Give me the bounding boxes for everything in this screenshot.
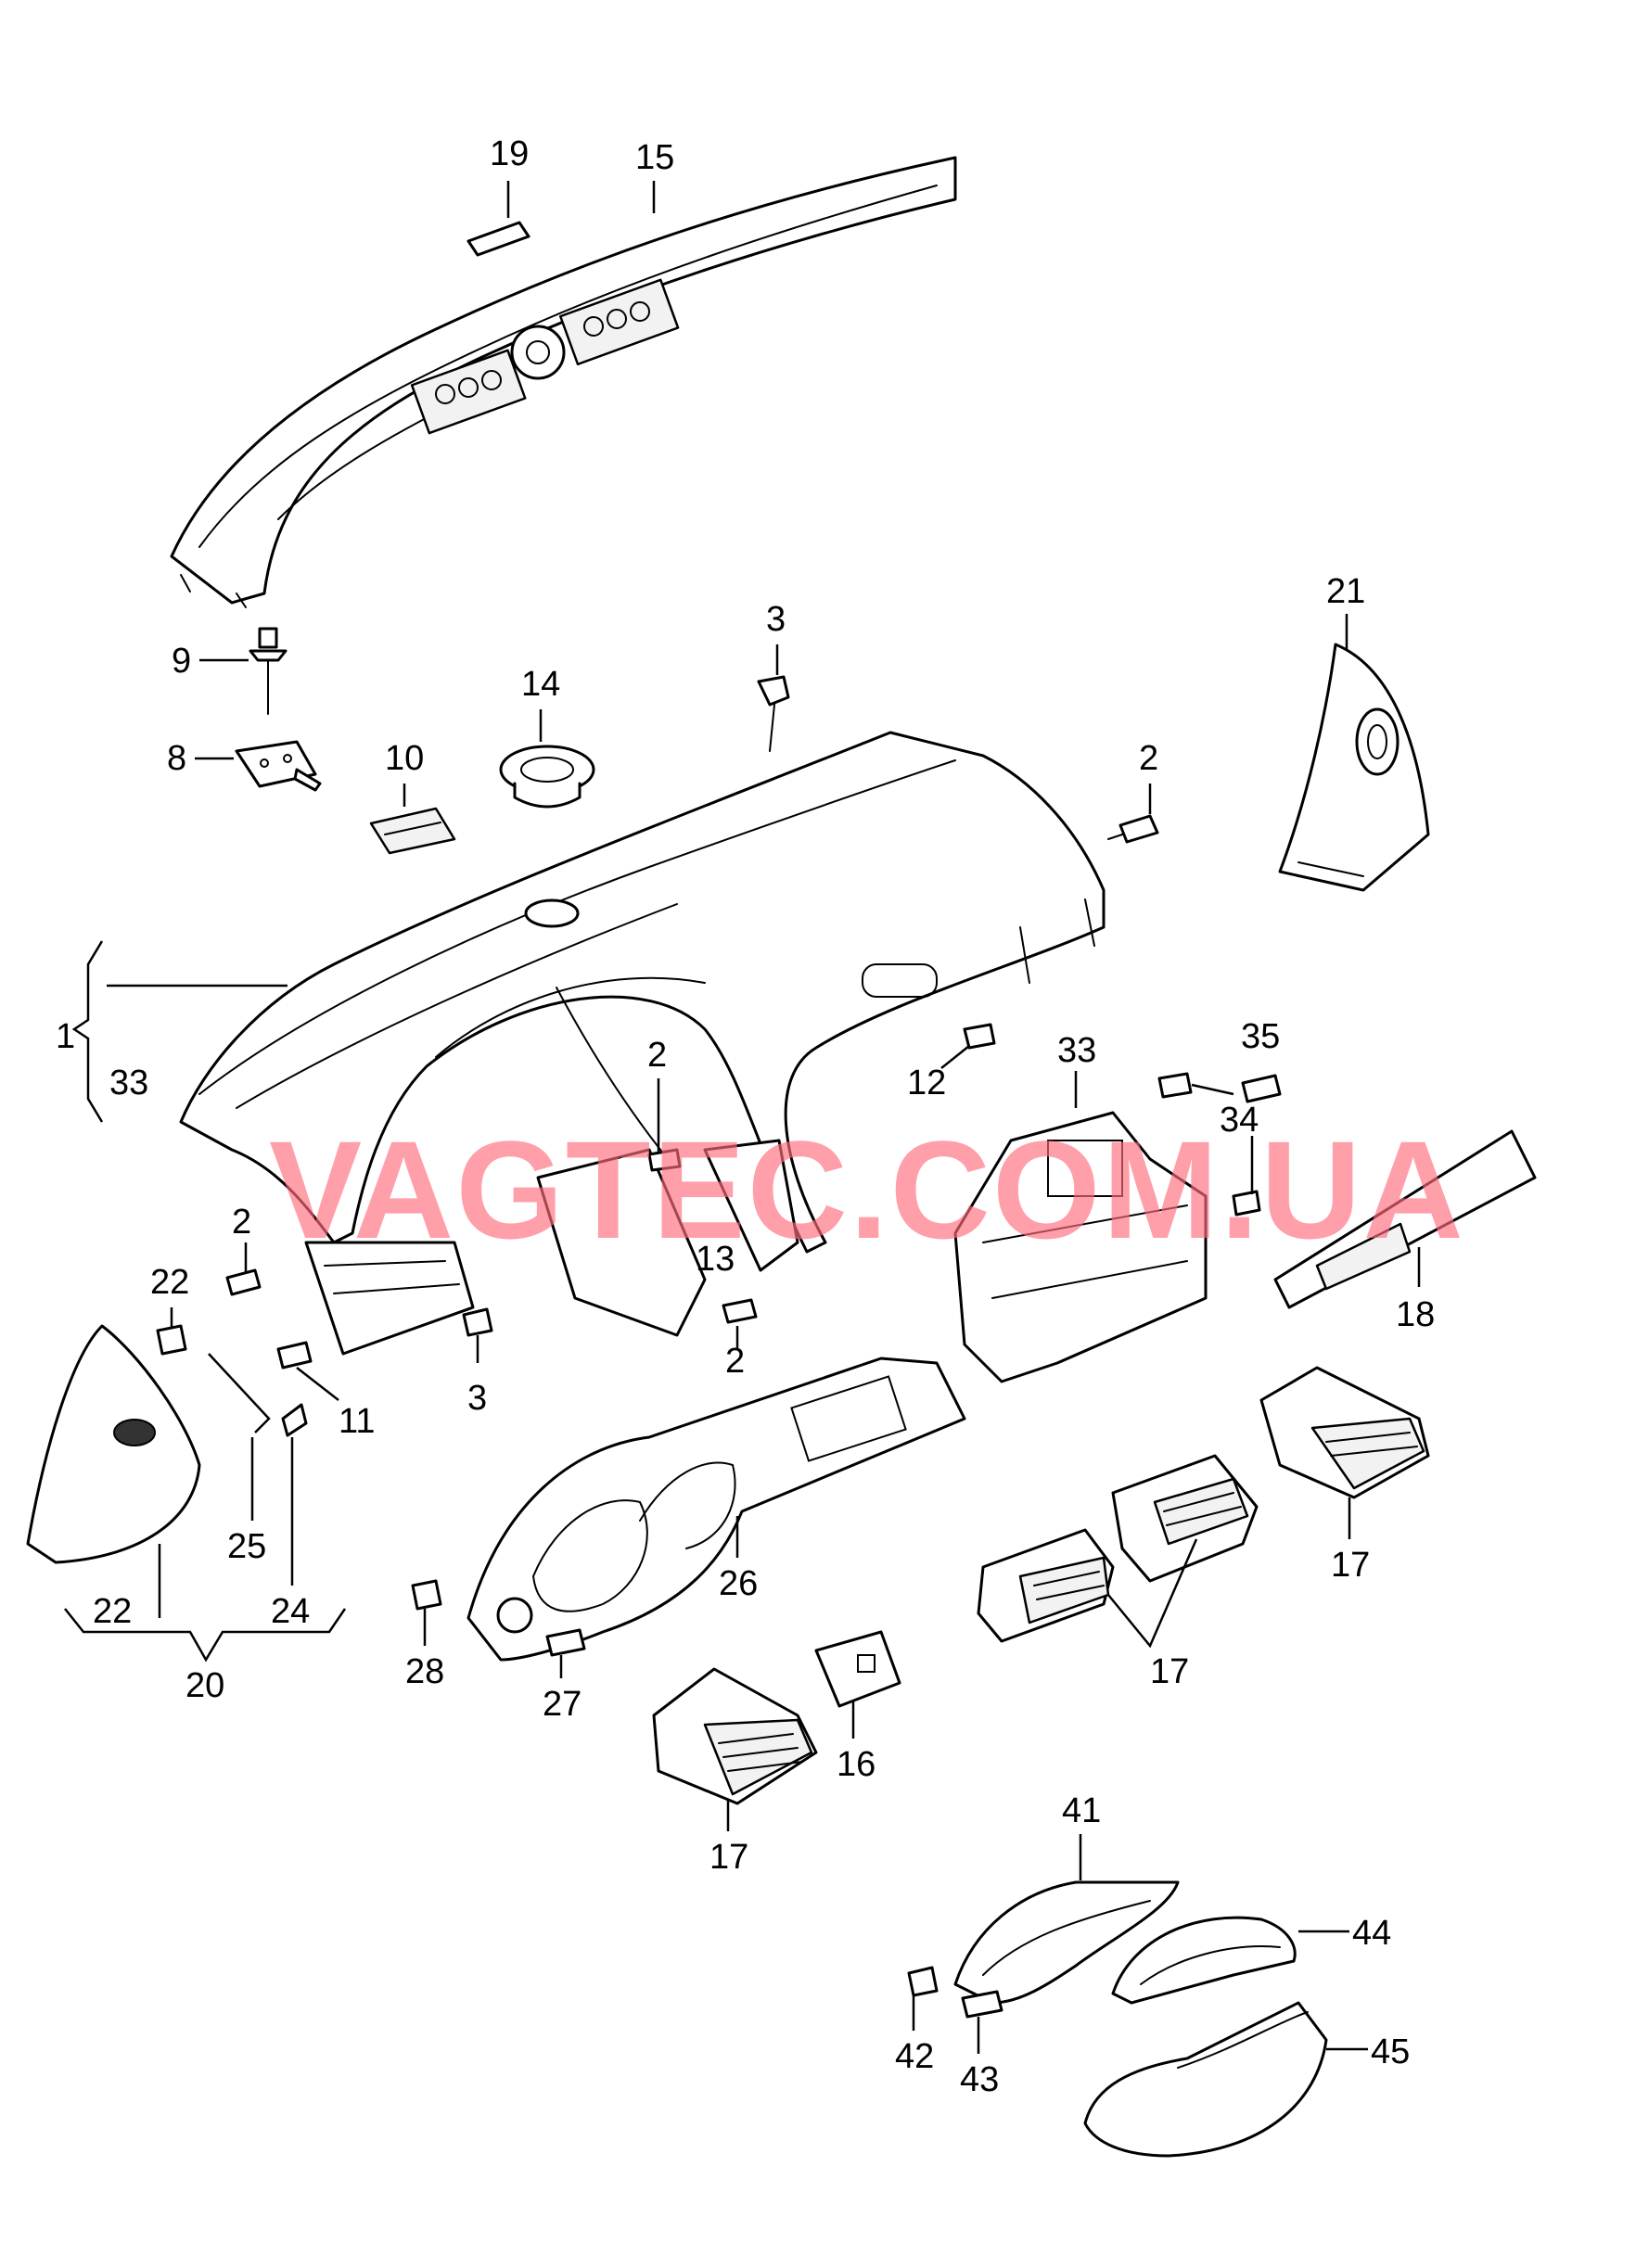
callout-20: 20 [185, 1666, 224, 1705]
callout-15: 15 [635, 138, 674, 177]
callout-11: 11 [339, 1402, 375, 1441]
callout-17-left: 17 [709, 1838, 748, 1877]
callout-1: 1 [56, 1017, 75, 1056]
callout-42: 42 [895, 2037, 934, 2076]
callout-9: 9 [172, 642, 191, 681]
callout-2-right: 2 [1139, 739, 1158, 778]
callout-3-lower: 3 [467, 1379, 487, 1418]
callout-labels: 19 15 9 8 10 14 3 2 21 1 33 12 33 35 34 … [56, 134, 1435, 2099]
leader-lines [64, 181, 1421, 2054]
clip-part-22 [156, 1324, 187, 1356]
dash-speaker-grille-center [510, 325, 566, 380]
callout-13: 13 [696, 1240, 735, 1279]
switch-panel [814, 1630, 901, 1708]
callout-25: 25 [227, 1527, 266, 1566]
callout-8: 8 [167, 739, 186, 778]
clip-part-11 [276, 1341, 313, 1370]
bolt-part-2-right [1107, 814, 1159, 844]
callout-2-left: 2 [232, 1203, 251, 1242]
callout-18: 18 [1396, 1295, 1435, 1334]
clip-part-24 [281, 1403, 308, 1437]
bolt-part-2-lower [722, 1298, 758, 1324]
callout-28: 28 [405, 1652, 444, 1691]
callout-2-lower: 2 [725, 1342, 745, 1381]
clip-part-12 [963, 1023, 996, 1050]
callout-17-center: 17 [1150, 1652, 1189, 1691]
callout-3-top: 3 [766, 600, 786, 639]
callout-16: 16 [837, 1745, 876, 1784]
clip-part-3-top [757, 675, 790, 752]
steering-column-cover-part-45 [1083, 2001, 1328, 2158]
side-trim-vent [1278, 643, 1430, 892]
clip-part-3-lower [462, 1307, 493, 1337]
air-vent-center-left [977, 1528, 1115, 1643]
air-vent-lower-left [652, 1667, 818, 1805]
callout-14: 14 [521, 665, 560, 704]
callout-21: 21 [1326, 572, 1365, 611]
air-vent-center-right [1111, 1454, 1259, 1583]
callout-22-clip: 22 [150, 1263, 189, 1302]
bolt-part-43 [961, 1990, 1003, 2019]
dash-speaker-grille-right [558, 278, 680, 366]
callout-33-left: 33 [109, 1064, 148, 1102]
instrument-cluster-bezel [467, 1357, 966, 1662]
bolt-part-35 [1241, 1074, 1282, 1103]
callout-2-center: 2 [647, 1036, 667, 1075]
rivet-pin [249, 627, 288, 715]
speaker [499, 745, 595, 809]
air-vent-right [1259, 1366, 1430, 1499]
callout-27: 27 [543, 1685, 582, 1724]
callout-34: 34 [1220, 1101, 1259, 1140]
side-cover-part-22 [26, 1324, 201, 1564]
bolt-part-27 [496, 1597, 586, 1657]
steering-column-cover-part-41 [953, 1880, 1180, 2005]
callout-33-right: 33 [1057, 1031, 1096, 1070]
bolt-part-2-left [225, 1268, 262, 1296]
callout-12: 12 [907, 1064, 946, 1102]
dash-speaker-grille-left [410, 349, 527, 435]
watermark-text: VAGTEC.COM.UA [269, 1112, 1465, 1268]
callout-22-cover: 22 [93, 1592, 132, 1631]
rod-part-25 [208, 1353, 271, 1433]
callout-26: 26 [719, 1564, 758, 1603]
callout-44: 44 [1352, 1914, 1391, 1953]
dashboard-main-panel [179, 731, 1106, 1356]
callout-43: 43 [960, 2060, 999, 2099]
dash-top-cover [170, 156, 957, 608]
callout-10: 10 [385, 739, 424, 778]
foam-pad [369, 807, 456, 855]
clip-part-42 [907, 1966, 939, 1997]
callout-24: 24 [271, 1592, 310, 1631]
callout-45: 45 [1371, 2032, 1410, 2071]
clip-part-19 [467, 221, 530, 257]
clip-part-28 [411, 1579, 442, 1611]
trim-strip-right [1273, 1129, 1537, 1309]
steering-column-cover-part-44 [1111, 1916, 1297, 2005]
callout-19: 19 [490, 134, 529, 173]
clip-part-34 [1157, 1072, 1261, 1217]
callout-17-right: 17 [1331, 1546, 1370, 1585]
center-console-bracket [953, 1111, 1208, 1383]
bolt-part-2-center [647, 1148, 682, 1172]
callout-41: 41 [1062, 1791, 1101, 1830]
bracket-plate [235, 740, 322, 792]
callout-35: 35 [1241, 1017, 1280, 1056]
